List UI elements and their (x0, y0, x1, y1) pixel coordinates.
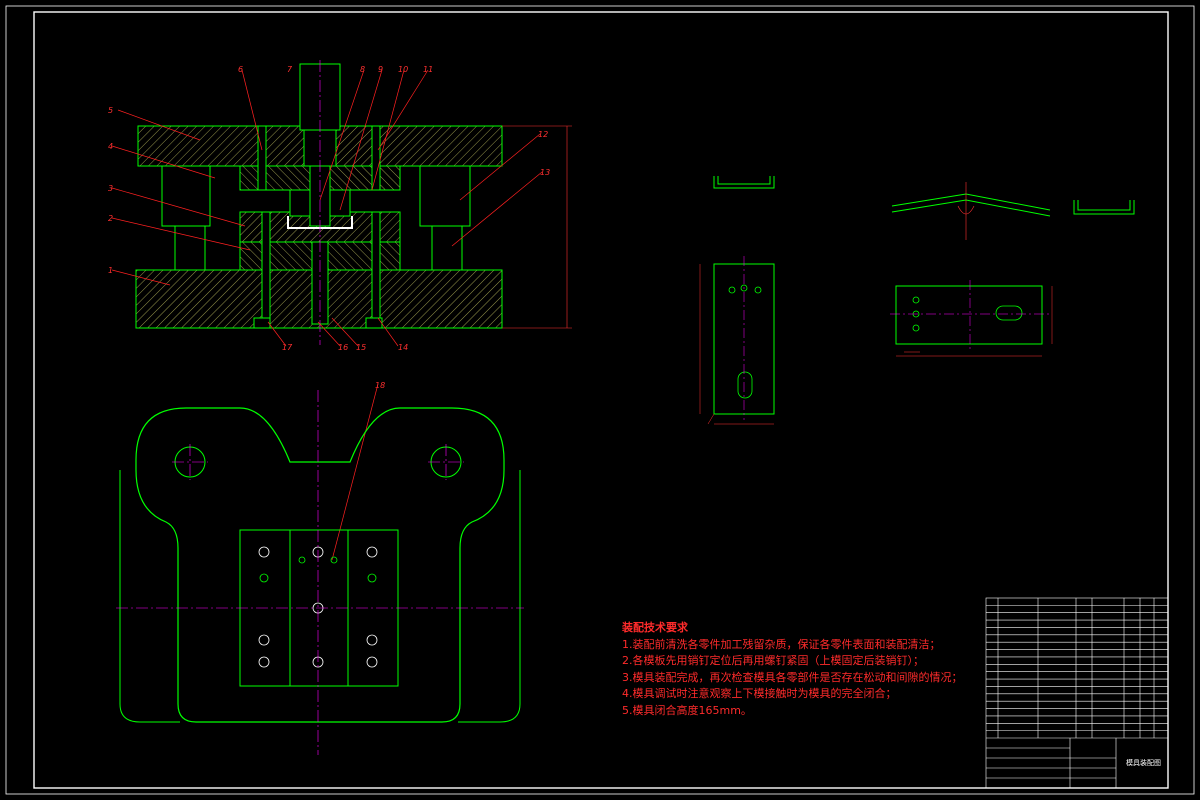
front-section-view: 5 4 3 2 1 6 7 8 9 10 11 12 13 14 15 16 1… (108, 60, 572, 561)
part-label-14: 14 (398, 343, 408, 352)
title-block-drawing-name: 模具装配图 (1126, 758, 1161, 767)
part-label-10: 10 (398, 65, 408, 74)
part-label-3: 3 (108, 184, 113, 193)
note-item-4: 4.模具调试时注意观察上下模接触时为模具的完全闭合； (622, 687, 897, 701)
inner-frame (33, 11, 1169, 789)
part-label-16: 16 (338, 343, 348, 352)
note-item-3: 3.模具装配完成，再次检查模具各零部件是否存在松动和间隙的情况； (622, 670, 963, 684)
right-guide-post (431, 225, 463, 271)
part-drawings (699, 176, 1135, 425)
part-label-15: 15 (356, 343, 366, 352)
part-label-7: 7 (287, 65, 293, 74)
note-item-2: 2.各模板先用销钉定位后再用螺钉紧固（上模固定后装销钉）； (622, 654, 924, 668)
part-label-2: 2 (108, 214, 113, 223)
lower-plate-outline (135, 407, 505, 723)
right-guide-bush (419, 165, 471, 227)
bent-part-side-2 (1073, 200, 1135, 215)
part-label-9: 9 (378, 65, 383, 74)
part-label-1: 1 (108, 266, 113, 275)
assembly-technical-requirements: 装配技术要求 1.装配前清洗各零件加工残留杂质，保证各零件表面和装配清洁； 2.… (622, 620, 963, 720)
left-guide-post (174, 225, 206, 271)
note-item-1: 1.装配前清洗各零件加工残留杂质，保证各零件表面和装配清洁； (622, 637, 941, 651)
outer-frame (5, 5, 1195, 795)
notes-title: 装配技术要求 (622, 621, 688, 634)
part-label-11: 11 (423, 65, 433, 74)
part-label-13: 13 (540, 168, 550, 177)
flat-blank (895, 285, 1043, 345)
title-block (985, 597, 1169, 789)
part-label-8: 8 (360, 65, 365, 74)
blank-profile (891, 193, 1051, 217)
part-label-4: 4 (108, 142, 113, 151)
left-guide-bush (161, 165, 211, 227)
part-label-6: 6 (238, 65, 243, 74)
plan-view (116, 390, 524, 755)
bent-part-side (713, 176, 775, 189)
part-label-18: 18 (375, 381, 385, 390)
part-label-5: 5 (108, 106, 113, 115)
note-item-5: 5.模具闭合高度165mm。 (622, 703, 752, 717)
part-label-12: 12 (538, 130, 548, 139)
part-label-17: 17 (282, 343, 293, 352)
